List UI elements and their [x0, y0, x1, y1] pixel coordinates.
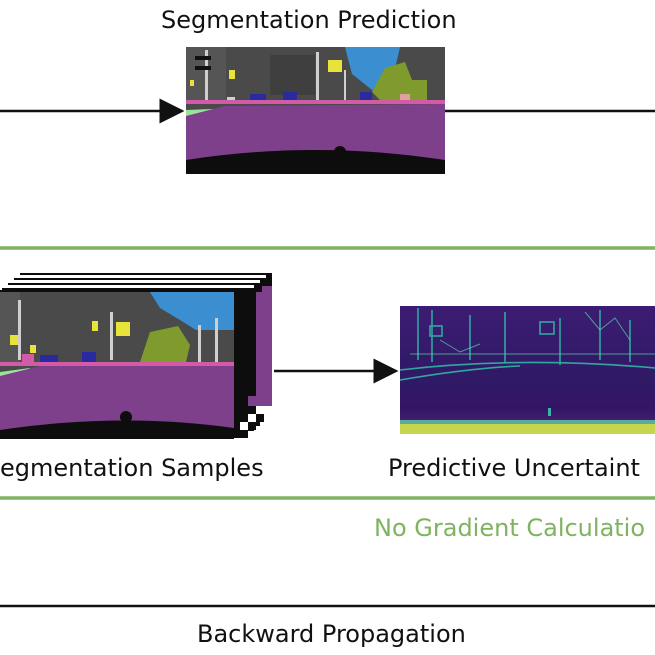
- no-gradient-label: No Gradient Calculatio: [374, 514, 646, 542]
- segmentation-sample-image: [0, 292, 234, 439]
- segmentation-prediction-title: Segmentation Prediction: [161, 6, 457, 34]
- segmentation-samples-title: egmentation Samples: [0, 454, 264, 482]
- predictive-uncertainty-title: Predictive Uncertaint: [388, 454, 640, 482]
- predictive-uncertainty-image: [400, 306, 655, 434]
- samples-stack-edge: [234, 396, 272, 438]
- segmentation-prediction-image: [186, 47, 445, 174]
- backward-propagation-label: Backward Propagation: [197, 620, 466, 648]
